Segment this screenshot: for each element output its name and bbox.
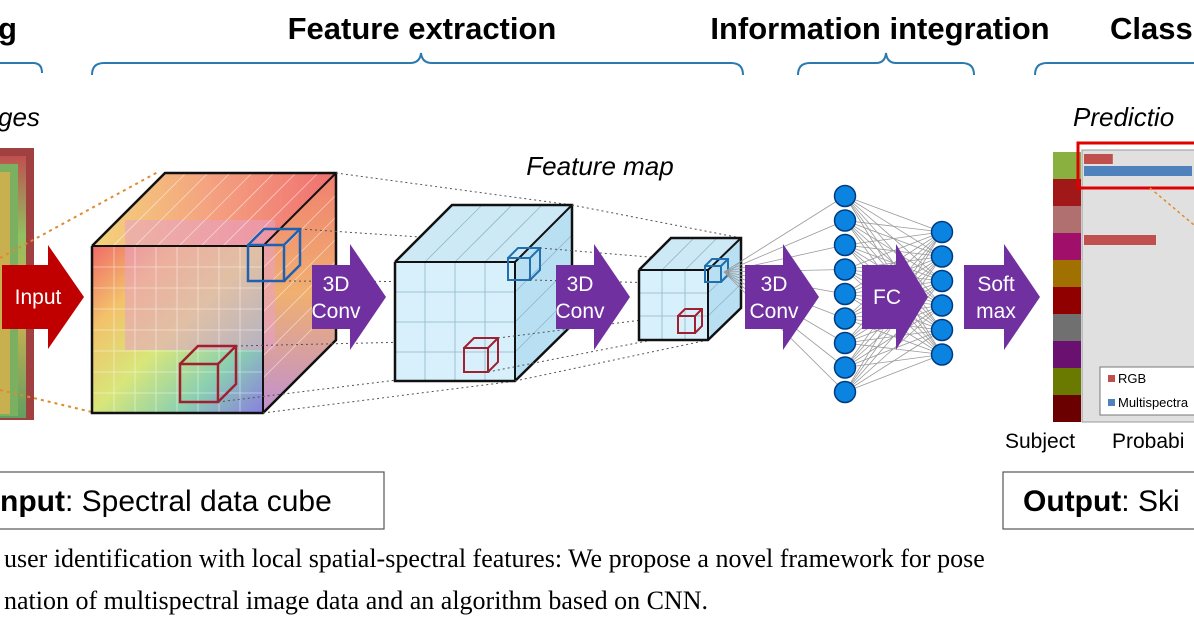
prediction-chart: RGB Multispectra Subject Probabi	[1005, 141, 1194, 453]
conv-arrow-1-line2: Conv	[311, 300, 361, 323]
bracket-preprocessing	[0, 62, 43, 74]
feature-map-cube-2	[637, 236, 743, 342]
section-classification-partial: Class	[1110, 11, 1193, 46]
caption-line-2: nation of multispectral image data and a…	[4, 586, 708, 615]
svg-text:nput: Spectral data cube: nput: Spectral data cube	[0, 485, 332, 518]
section-feature-extraction: Feature extraction	[288, 11, 557, 46]
neuron-hidden-6	[833, 307, 857, 330]
caption-line-1: user identification with local spatial-s…	[4, 544, 985, 573]
input-arrow: Input	[2, 245, 84, 349]
label-feature-map: Feature map	[526, 151, 673, 181]
bracket-information-integration	[797, 52, 975, 76]
bar-multispectra-subject-1	[1084, 166, 1192, 176]
neuron-output-1	[930, 220, 954, 244]
subject-swatch-5	[1053, 260, 1081, 287]
softmax-arrow-line1: Soft	[977, 273, 1015, 296]
subject-swatch-9	[1053, 368, 1081, 395]
neuron-hidden-7	[833, 331, 857, 355]
conv-kernel-red-small	[677, 308, 703, 334]
label-images-partial: ges	[0, 102, 40, 132]
conv-arrow-1-line1: 3D	[323, 273, 350, 296]
subject-swatch-7	[1053, 314, 1081, 341]
neuron-layers	[833, 184, 954, 404]
conv-arrow-2: 3D Conv	[555, 244, 630, 350]
bar-rgb-subject-4	[1084, 235, 1156, 245]
neuron-hidden-2	[833, 209, 857, 232]
output-description-box: Output: Ski	[1002, 471, 1194, 530]
top-prediction-highlight	[1076, 141, 1194, 190]
input-arrow-label: Input	[15, 286, 62, 309]
neuron-hidden-1	[833, 184, 857, 208]
neuron-output-3	[930, 269, 954, 293]
conv-arrow-3-line1: 3D	[761, 273, 788, 296]
subject-swatch-10	[1053, 395, 1081, 422]
subject-swatch-2	[1053, 179, 1081, 206]
conv-arrow-3: 3D Conv	[745, 244, 819, 350]
subject-swatch-3	[1053, 206, 1081, 233]
input-description-box: nput: Spectral data cube	[0, 471, 385, 530]
neuron-hidden-5	[833, 282, 857, 306]
label-prediction-partial: Predictio	[1073, 102, 1174, 132]
svg-text:Output: Ski: Output: Ski	[1023, 485, 1180, 518]
softmax-arrow: Soft max	[964, 244, 1040, 350]
neuron-output-5	[930, 318, 954, 342]
fc-arrow-label: FC	[873, 286, 901, 309]
bar-rgb-subject-1	[1084, 154, 1113, 164]
conv-arrow-2-line2: Conv	[555, 300, 605, 323]
output-box-bold: Output	[1023, 485, 1121, 518]
conv-arrow-2-line1: 3D	[567, 273, 594, 296]
fc-arrow: FC	[862, 244, 928, 350]
neuron-hidden-8	[833, 356, 857, 379]
conv-arrow-1: 3D Conv	[311, 244, 386, 350]
section-information-integration: Information integration	[710, 11, 1049, 46]
legend-rgb-swatch	[1108, 375, 1115, 382]
neuron-output-4	[930, 294, 954, 317]
chart-legend: RGB Multispectra	[1099, 366, 1194, 416]
subject-swatch-1	[1053, 152, 1081, 179]
neuron-hidden-9	[833, 380, 857, 404]
bracket-feature-extraction	[91, 52, 744, 76]
neuron-hidden-4	[833, 258, 857, 281]
subject-color-swatches	[1053, 152, 1081, 422]
subject-swatch-4	[1053, 233, 1081, 260]
input-box-text: : Spectral data cube	[65, 485, 332, 518]
axis-label-probability: Probabi	[1112, 430, 1184, 453]
conv-arrow-3-line2: Conv	[749, 300, 799, 323]
legend-rgb-label: RGB	[1118, 371, 1146, 386]
subject-swatch-6	[1053, 287, 1081, 314]
output-box-text: : Ski	[1121, 485, 1179, 518]
neuron-output-2	[930, 245, 954, 268]
section-preprocessing-partial: g	[0, 11, 17, 46]
conv-kernel-blue-small	[704, 258, 729, 283]
axis-label-subject: Subject	[1005, 430, 1075, 453]
softmax-arrow-line2: max	[976, 300, 1016, 323]
neuron-hidden-3	[833, 233, 857, 257]
bracket-classification	[1034, 62, 1194, 76]
neuron-output-6	[930, 343, 954, 366]
subject-swatch-8	[1053, 341, 1081, 368]
legend-multispectral-label: Multispectra	[1118, 395, 1189, 410]
spectral-data-cube	[90, 171, 338, 415]
feature-map-cube-1	[393, 203, 574, 383]
legend-multispectral-swatch	[1108, 399, 1115, 406]
input-box-bold: nput	[0, 485, 65, 518]
